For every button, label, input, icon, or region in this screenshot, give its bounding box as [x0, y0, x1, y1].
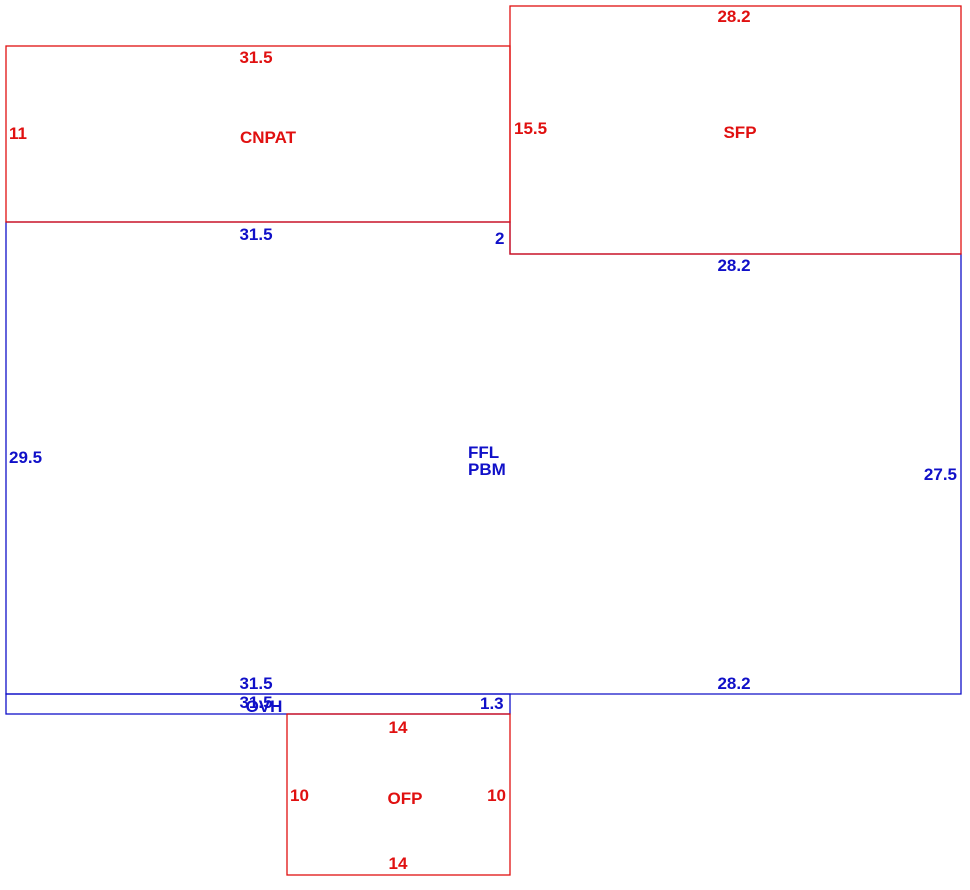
sfp-outline	[509, 5, 962, 255]
sfp-name-label: SFP	[723, 123, 756, 142]
ovh-name-label: OVH	[246, 697, 283, 716]
ofp-right-dimension: 10	[487, 786, 506, 805]
main-bottom-left-dimension: 31.5	[239, 674, 272, 693]
main-bottom-right-dimension: 28.2	[717, 674, 750, 693]
ofp-name-label: OFP	[388, 789, 423, 808]
ofp-outline	[286, 713, 511, 876]
ovh-side-dimension: 1.3	[480, 694, 504, 713]
main-step-dimension: 2	[495, 229, 504, 248]
ofp-bottom-dimension: 14	[389, 854, 408, 873]
main-left-dimension: 29.5	[9, 448, 42, 467]
main-right-dimension: 27.5	[924, 465, 957, 484]
sfp-side-dimension: 15.5	[514, 119, 547, 138]
main-left-top-dimension: 31.5	[239, 225, 272, 244]
cnpat-top-dimension: 31.5	[239, 48, 272, 67]
ofp-top-dimension: 14	[389, 718, 408, 737]
main-name-label-1: FFL	[468, 443, 499, 462]
ovh-outline	[5, 693, 511, 715]
ofp-left-dimension: 10	[290, 786, 309, 805]
main-name-label-2: PBM	[468, 460, 506, 479]
ovh-top-dimension: 31.5	[239, 693, 272, 712]
cnpat-name-label: CNPAT	[240, 128, 297, 147]
main-top-right-dimension: 28.2	[717, 256, 750, 275]
sfp-top-dimension: 28.2	[717, 7, 750, 26]
cnpat-side-dimension: 11	[9, 124, 27, 143]
